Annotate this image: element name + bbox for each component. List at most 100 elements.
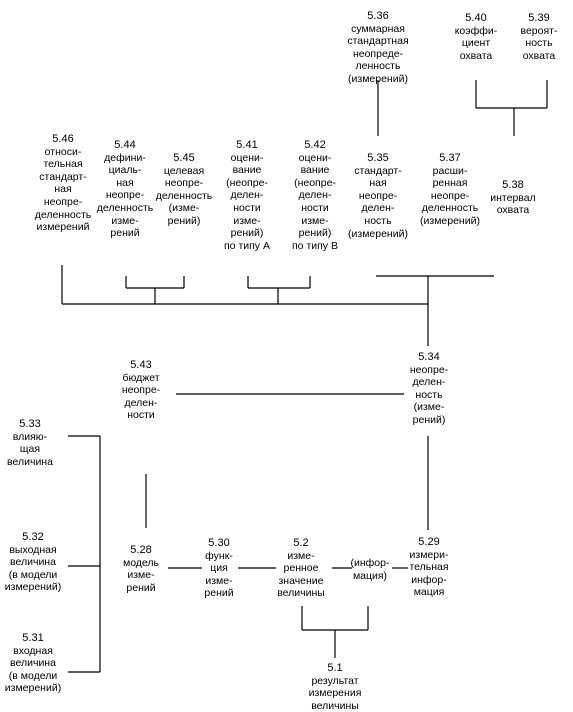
node-text: стандартная bbox=[347, 35, 409, 48]
node-text: изме- bbox=[301, 214, 329, 227]
node-5-1: 5.1 результат измерения величины bbox=[295, 662, 375, 712]
node-text: щая bbox=[19, 443, 41, 456]
node-text: ность bbox=[415, 388, 443, 401]
node-number: 5.45 bbox=[173, 152, 195, 164]
node-text: делен- bbox=[361, 202, 395, 215]
node-5-37: 5.37 расши- ренная неопре- деленность (и… bbox=[412, 152, 488, 228]
node-text: охвата bbox=[496, 204, 530, 217]
node-text: изме- bbox=[111, 214, 139, 227]
node-number: 5.2 bbox=[293, 537, 309, 549]
node-5-46: 5.46 относи- тельная стандарт- ная неопр… bbox=[32, 133, 94, 234]
node-text: стандарт- bbox=[354, 164, 402, 177]
node-text: измерения bbox=[308, 687, 362, 700]
node-text: стандарт- bbox=[39, 170, 87, 183]
node-number: 5.44 bbox=[114, 139, 136, 151]
node-text: входная bbox=[13, 644, 53, 657]
node-text: рений) bbox=[298, 227, 332, 240]
node-text: измерений) bbox=[4, 581, 62, 594]
node-text: вероят- bbox=[520, 24, 558, 37]
node-text: рений) bbox=[412, 413, 446, 426]
node-text: делен- bbox=[298, 189, 332, 202]
node-text: ленность bbox=[355, 60, 401, 73]
node-text: рений bbox=[110, 227, 140, 240]
node-text: неопре- bbox=[164, 177, 204, 190]
node-text: интервал bbox=[490, 191, 536, 204]
node-text: (в модели bbox=[8, 568, 58, 581]
node-text: (изме- bbox=[413, 401, 445, 414]
node-5-2: 5.2 изме- ренное значение величины bbox=[266, 537, 336, 600]
node-5-40: 5.40 коэффи- циент охвата bbox=[446, 12, 506, 62]
node-5-33: 5.33 влияю- щая величина bbox=[2, 418, 58, 468]
node-text: величины bbox=[277, 587, 325, 600]
node-text: деленность bbox=[96, 201, 154, 214]
node-text: рений) bbox=[167, 214, 201, 227]
node-text: охвата bbox=[522, 49, 556, 62]
node-number: 5.33 bbox=[19, 418, 41, 430]
node-number: 5.1 bbox=[327, 662, 343, 674]
node-number: 5.29 bbox=[418, 536, 440, 548]
node-text: делен- bbox=[412, 376, 446, 389]
node-text: измерений bbox=[36, 221, 90, 234]
node-text: ная bbox=[116, 176, 134, 189]
node-text: результат bbox=[311, 674, 359, 687]
node-text: оцени- bbox=[298, 151, 332, 164]
node-text: измери- bbox=[409, 548, 449, 561]
node-text: измерений) bbox=[4, 682, 62, 695]
node-5-35: 5.35 стандарт- ная неопре- делен- ность … bbox=[343, 152, 413, 240]
node-text: (неопре- bbox=[294, 176, 336, 189]
node-text: неопре- bbox=[358, 189, 398, 202]
node-number: 5.42 bbox=[304, 139, 326, 151]
node-text: по типу B bbox=[292, 239, 338, 252]
node-number: 5.28 bbox=[130, 544, 152, 556]
node-text: модель bbox=[122, 556, 160, 569]
node-text: деленность bbox=[34, 208, 92, 221]
node-text: коэффи- bbox=[454, 24, 498, 37]
node-text: циент bbox=[461, 37, 491, 50]
node-number: 5.41 bbox=[236, 139, 258, 151]
node-text: оцени- bbox=[230, 151, 264, 164]
node-number: 5.32 bbox=[22, 531, 44, 543]
node-text: мация) bbox=[352, 569, 388, 582]
node-text: величина bbox=[7, 455, 53, 468]
node-text: ность bbox=[364, 214, 392, 227]
node-text: вание bbox=[300, 164, 330, 177]
node-5-39: 5.39 вероят- ность охвата bbox=[514, 12, 564, 62]
node-text: изме- bbox=[287, 549, 315, 562]
node-text: ренное bbox=[283, 562, 319, 575]
node-text: тельная bbox=[409, 561, 449, 574]
node-text: деленность bbox=[155, 189, 213, 202]
node-number: 5.34 bbox=[418, 351, 440, 363]
node-text: дефини- bbox=[104, 151, 146, 164]
node-number: 5.43 bbox=[130, 359, 152, 371]
node-text: делен- bbox=[230, 189, 264, 202]
node-5-34: 5.34 неопре- делен- ность (изме- рений) bbox=[398, 351, 460, 427]
node-text: охвата bbox=[459, 49, 493, 62]
node-text: (измерений) bbox=[348, 72, 408, 85]
node-text: по типу A bbox=[224, 239, 270, 252]
node-text: ности bbox=[233, 201, 261, 214]
node-text: величина bbox=[10, 657, 56, 670]
node-5-44: 5.44 дефини- циаль- ная неопре- деленнос… bbox=[94, 139, 156, 240]
node-text: рений bbox=[204, 587, 234, 600]
node-5-32: 5.32 выходная величина (в модели измерен… bbox=[0, 531, 66, 594]
node-text: неопре- bbox=[430, 189, 470, 202]
node-text: значение bbox=[278, 574, 324, 587]
node-5-45: 5.45 целевая неопре- деленность (изме- р… bbox=[153, 152, 215, 228]
node-text: ность bbox=[525, 37, 553, 50]
node-text: инфор- bbox=[411, 573, 447, 586]
node-text: ная bbox=[54, 183, 72, 196]
node-5-42: 5.42 оцени- вание (неопре- делен- ности … bbox=[284, 139, 346, 252]
node-number: 5.35 bbox=[367, 152, 389, 164]
node-5-36: 5.36 суммарная стандартная неопреде- лен… bbox=[333, 10, 423, 86]
node-text: деленность bbox=[421, 202, 479, 215]
node-text: тельная bbox=[43, 158, 83, 171]
node-text: величины bbox=[311, 699, 359, 712]
node-5-38: 5.38 интервал охвата bbox=[478, 179, 548, 217]
node-number: 5.37 bbox=[439, 152, 461, 164]
node-number: 5.31 bbox=[22, 632, 44, 644]
node-text: неопре- bbox=[121, 384, 161, 397]
node-text: неопре- bbox=[43, 195, 83, 208]
node-text: ная bbox=[369, 177, 387, 190]
node-text: (измерений) bbox=[420, 214, 480, 227]
